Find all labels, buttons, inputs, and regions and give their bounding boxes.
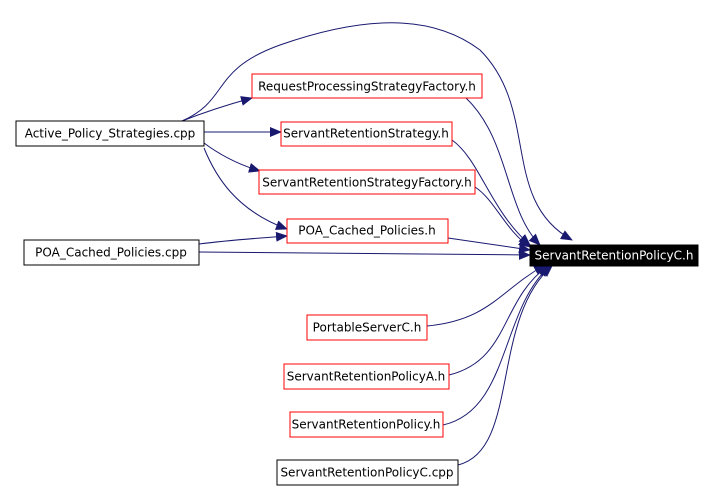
node-target-label: ServantRetentionPolicyC.h — [535, 249, 694, 263]
edge-active-to-poa-cached-h — [203, 147, 288, 230]
edge-srs-factory-to-target — [474, 186, 531, 248]
edges — [181, 22, 573, 466]
edge-portable-server-to-target — [426, 264, 546, 327]
node-srs-label: ServantRetentionStrategy.h — [283, 127, 449, 141]
node-poa-cached-policies-cpp[interactable]: POA_Cached_Policies.cpp — [23, 239, 200, 266]
node-target[interactable]: ServantRetentionPolicyC.h — [529, 244, 699, 267]
edge-poa-cached-h-to-target — [447, 237, 531, 254]
node-servant-retention-strategy-h[interactable]: ServantRetentionStrategy.h — [280, 121, 453, 147]
node-portable-server-c-h[interactable]: PortableServerC.h — [306, 314, 428, 341]
node-poa-cached-h-label: POA_Cached_Policies.h — [298, 224, 435, 238]
edge-rps-factory-to-target — [465, 97, 541, 246]
node-servant-retention-policy-a-h[interactable]: ServantRetentionPolicyA.h — [283, 363, 450, 390]
node-portable-server-label: PortableServerC.h — [313, 321, 422, 335]
nodes: ServantRetentionPolicyC.h Active_Policy_… — [15, 73, 699, 486]
edge-retention-policy-to-target — [442, 265, 551, 426]
edge-active-to-srs-factory — [203, 142, 261, 173]
node-active-policy-label: Active_Policy_Strategies.cpp — [25, 127, 196, 141]
node-servant-retention-strategy-factory-h[interactable]: ServantRetentionStrategyFactory.h — [258, 169, 476, 195]
edge-active-to-target — [181, 22, 573, 241]
edge-active-to-rps-factory — [181, 96, 253, 122]
node-srs-factory-label: ServantRetentionStrategyFactory.h — [262, 176, 472, 190]
edge-srs-to-target — [451, 139, 531, 246]
node-active-policy-strategies-cpp[interactable]: Active_Policy_Strategies.cpp — [15, 120, 205, 147]
node-retention-a-label: ServantRetentionPolicyA.h — [287, 370, 446, 384]
node-retention-policy-label: ServantRetentionPolicy.h — [292, 418, 441, 432]
node-poa-cached-cpp-label: POA_Cached_Policies.cpp — [35, 246, 187, 260]
node-request-processing-strategy-factory-h[interactable]: RequestProcessingStrategyFactory.h — [251, 73, 483, 99]
edge-poa-cached-cpp-to-target — [198, 249, 531, 260]
node-servant-retention-policy-c-cpp[interactable]: ServantRetentionPolicyC.cpp — [276, 459, 459, 486]
node-rps-factory-label: RequestProcessingStrategyFactory.h — [258, 80, 476, 94]
edge-retention-a-to-target — [448, 265, 549, 376]
node-poa-cached-policies-h[interactable]: POA_Cached_Policies.h — [286, 218, 449, 244]
edge-poa-cached-cpp-to-poa-cached-h — [198, 231, 288, 245]
edge-retention-c-cpp-to-target — [457, 265, 553, 466]
node-servant-retention-policy-h[interactable]: ServantRetentionPolicy.h — [289, 411, 444, 438]
node-retention-c-cpp-label: ServantRetentionPolicyC.cpp — [280, 466, 453, 480]
